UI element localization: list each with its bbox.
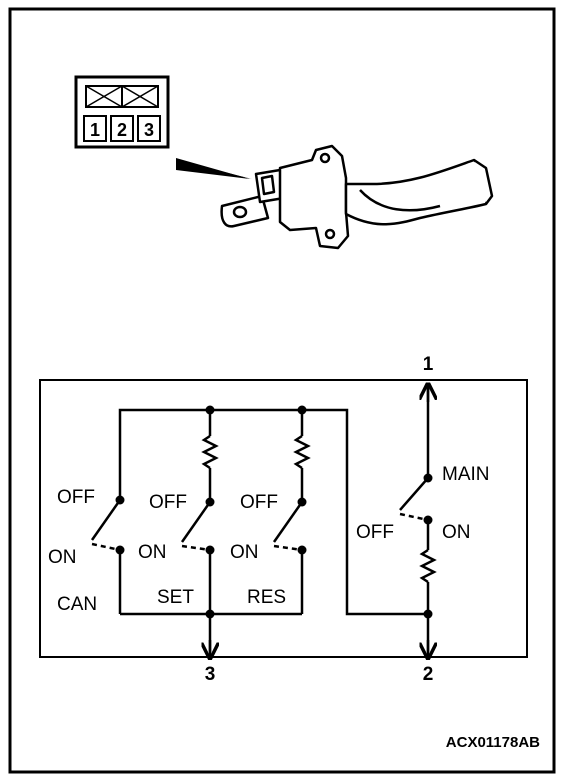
- set-on-label: ON: [138, 542, 167, 563]
- terminal-1-label: 1: [423, 354, 434, 375]
- dashed-links: [91, 512, 429, 552]
- can-switch-label: CAN: [57, 594, 97, 615]
- circuit-wiring: [90, 384, 437, 652]
- outer-frame: [8, 7, 556, 774]
- terminal-2-label: 2: [423, 664, 434, 685]
- set-off-label: OFF: [149, 492, 187, 513]
- connector-face: 1 2 3: [74, 75, 170, 149]
- can-off-label: OFF: [57, 487, 95, 508]
- main-on-label: ON: [442, 522, 471, 543]
- res-on-label: ON: [230, 542, 259, 563]
- connector-pin-3: 3: [144, 120, 154, 140]
- res-off-label: OFF: [240, 492, 278, 513]
- set-switch-label: SET: [157, 587, 194, 608]
- circuit-frame: [39, 379, 528, 658]
- junction-dots: [115, 405, 433, 619]
- terminal-3-label: 3: [205, 664, 216, 685]
- cruise-switch-lever: [220, 144, 494, 250]
- main-switch-label: MAIN: [442, 464, 490, 485]
- connector-pin-1: 1: [90, 120, 100, 140]
- can-on-label: ON: [48, 547, 77, 568]
- figure-code: ACX01178AB: [446, 734, 540, 751]
- res-switch-label: RES: [247, 587, 286, 608]
- main-off-label: OFF: [356, 522, 394, 543]
- connector-pin-2: 2: [117, 120, 127, 140]
